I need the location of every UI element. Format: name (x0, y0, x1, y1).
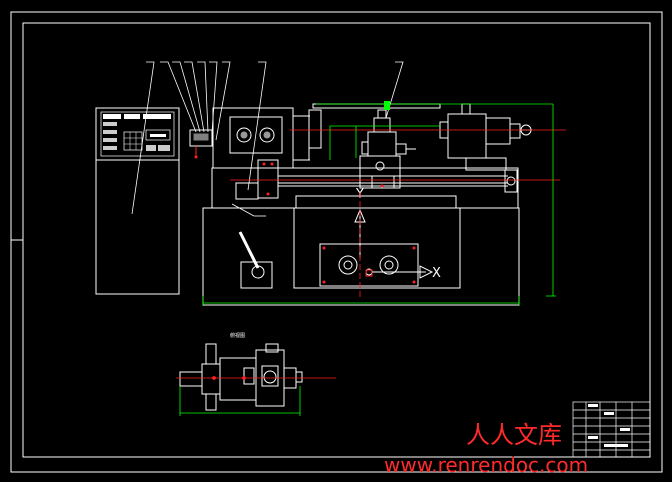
axis-y-label: Y (355, 187, 364, 202)
outer-frame (10, 11, 663, 473)
control-cabinet (95, 107, 180, 295)
watermark-line2: www.renrendoc.com (384, 453, 588, 477)
panel-markers (262, 162, 416, 284)
lathe-machine (189, 101, 532, 306)
axis-x-label: X (432, 266, 441, 281)
inner-frame (22, 22, 651, 458)
title-block-fills (588, 404, 630, 447)
top-view-centerline (176, 376, 336, 380)
top-view (179, 343, 303, 411)
watermark-line1: 人人文库 (466, 421, 562, 449)
small-view-title: 俯视图 (230, 332, 245, 339)
top-view-dimensions (179, 386, 301, 416)
dimension-lines (202, 103, 556, 306)
centerlines (230, 129, 566, 300)
title-block (572, 401, 651, 458)
leader-lines (131, 61, 404, 217)
